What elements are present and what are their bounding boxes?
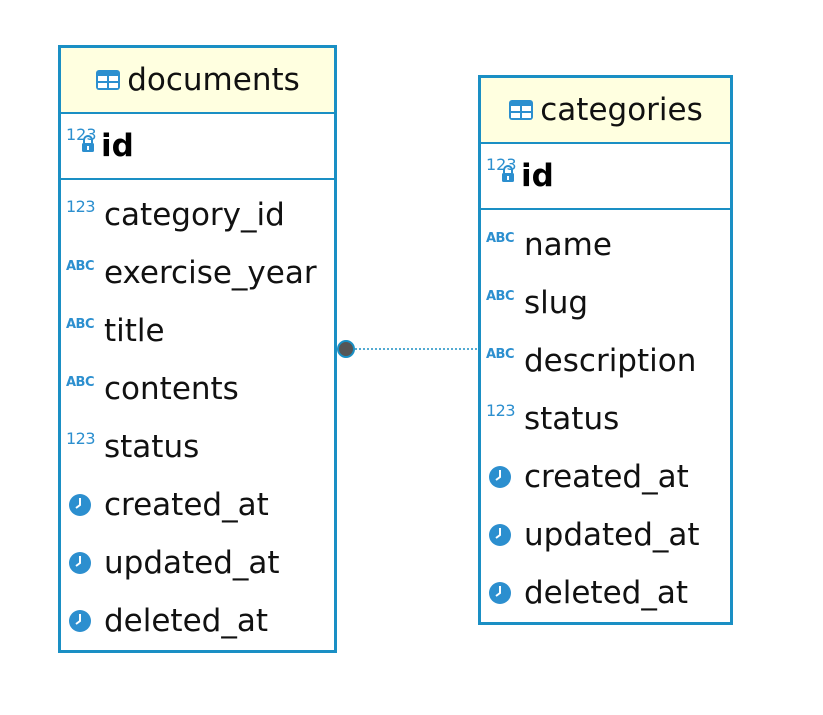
column-row[interactable]: ABC title — [61, 302, 334, 360]
column-name: created_at — [524, 459, 689, 495]
entity-documents[interactable]: documents 123 id 123 category_id ABC exe… — [58, 45, 337, 653]
column-name: created_at — [104, 487, 269, 523]
clock-icon — [66, 603, 102, 632]
column-name: title — [104, 313, 165, 349]
column-row[interactable]: ABC slug — [481, 274, 730, 332]
entity-title: categories — [540, 92, 703, 128]
table-icon — [96, 70, 121, 90]
column-name: slug — [524, 285, 589, 321]
clock-icon — [66, 545, 102, 574]
column-row[interactable]: created_at — [481, 448, 730, 506]
column-name: name — [524, 227, 612, 263]
column-row[interactable]: created_at — [61, 476, 334, 534]
column-row[interactable]: deleted_at — [481, 564, 730, 622]
primary-key-icon: 123 — [66, 125, 100, 155]
column-row[interactable]: 123 category_id — [61, 186, 334, 244]
column-row[interactable]: 123 status — [61, 418, 334, 476]
entity-header: documents — [61, 48, 334, 114]
relationship-endpoint-dot — [337, 340, 355, 358]
entity-title: documents — [127, 62, 300, 98]
text-icon: ABC — [486, 231, 515, 246]
text-icon: ABC — [486, 347, 515, 362]
column-row[interactable]: ABC name — [481, 216, 730, 274]
primary-key-name: id — [521, 158, 554, 194]
column-name: description — [524, 343, 697, 379]
numeric-icon: 123 — [486, 401, 516, 420]
column-name: updated_at — [524, 517, 700, 553]
clock-icon — [486, 517, 522, 546]
numeric-icon: 123 — [66, 197, 96, 216]
entity-header: categories — [481, 78, 730, 144]
column-name: status — [524, 401, 620, 437]
text-icon: ABC — [66, 317, 95, 332]
entity-categories[interactable]: categories 123 id ABC name ABC slug — [478, 75, 733, 625]
primary-key-name: id — [101, 128, 134, 164]
text-icon: ABC — [66, 375, 95, 390]
column-row[interactable]: ABC exercise_year — [61, 244, 334, 302]
column-name: exercise_year — [104, 255, 317, 291]
table-icon — [509, 100, 534, 120]
text-icon: ABC — [486, 289, 515, 304]
numeric-icon: 123 — [66, 429, 96, 448]
column-row[interactable]: 123 status — [481, 390, 730, 448]
column-row[interactable]: ABC description — [481, 332, 730, 390]
clock-icon — [486, 459, 522, 488]
clock-icon — [486, 575, 522, 604]
column-name: contents — [104, 371, 239, 407]
column-list: 123 category_id ABC exercise_year ABC ti… — [61, 180, 334, 650]
primary-key-row[interactable]: 123 id — [481, 144, 730, 210]
column-name: category_id — [104, 197, 285, 233]
column-name: status — [104, 429, 200, 465]
primary-key-row[interactable]: 123 id — [61, 114, 334, 180]
column-row[interactable]: deleted_at — [61, 592, 334, 650]
column-name: deleted_at — [104, 603, 268, 639]
column-row[interactable]: updated_at — [481, 506, 730, 564]
clock-icon — [66, 487, 102, 516]
column-name: deleted_at — [524, 575, 688, 611]
primary-key-icon: 123 — [486, 155, 520, 185]
column-list: ABC name ABC slug ABC description 123 st… — [481, 210, 730, 622]
text-icon: ABC — [66, 259, 95, 274]
column-row[interactable]: updated_at — [61, 534, 334, 592]
column-row[interactable]: ABC contents — [61, 360, 334, 418]
column-name: updated_at — [104, 545, 280, 581]
